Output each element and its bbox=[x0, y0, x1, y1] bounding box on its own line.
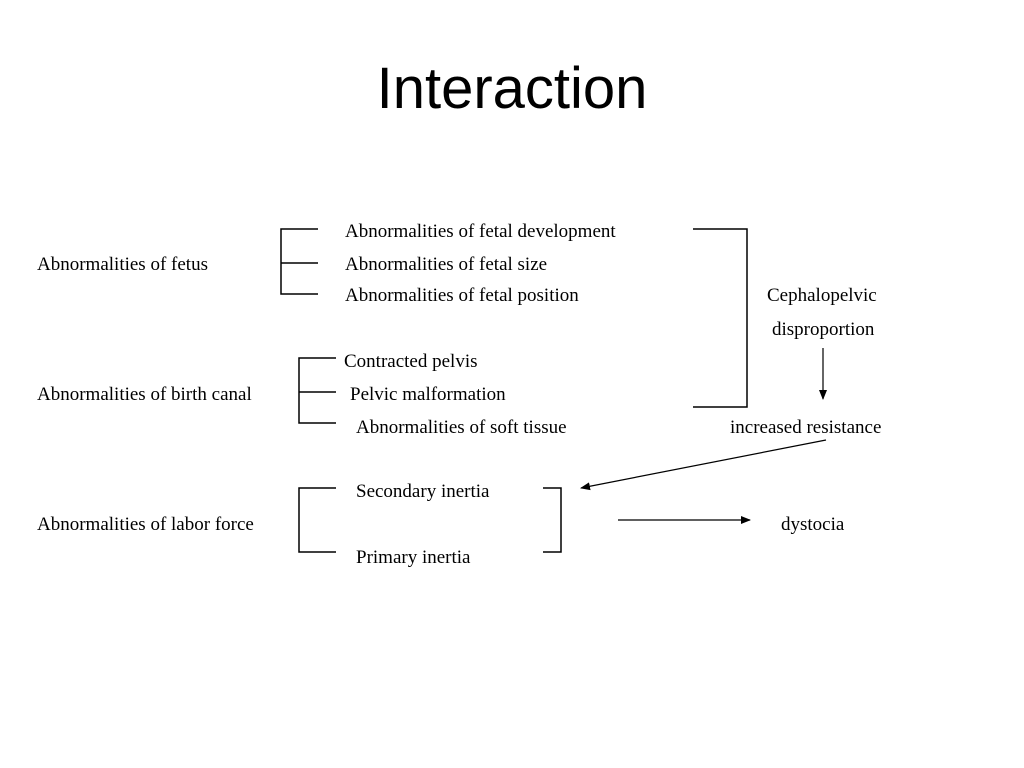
fetus-bracket bbox=[280, 228, 318, 295]
page-title: Interaction bbox=[376, 56, 648, 121]
dystocia-label: dystocia bbox=[781, 514, 845, 535]
birth-canal-label: Abnormalities of birth canal bbox=[37, 384, 252, 405]
fetus-label: Abnormalities of fetus bbox=[37, 254, 208, 275]
inertia-bracket bbox=[543, 487, 562, 553]
birth-canal-bracket bbox=[298, 357, 336, 424]
labor-force-item-primary-inertia: Primary inertia bbox=[356, 547, 471, 568]
fetus-item-size: Abnormalities of fetal size bbox=[345, 254, 548, 275]
cpd-label-line1: Cephalopelvic bbox=[767, 285, 877, 306]
labor-force-item-secondary-inertia: Secondary inertia bbox=[356, 481, 490, 502]
birth-canal-item-contracted-pelvis: Contracted pelvis bbox=[344, 351, 478, 372]
increased-resistance-label: increased resistance bbox=[730, 417, 882, 438]
labor-force-label: Abnormalities of labor force bbox=[37, 514, 254, 535]
cpd-bracket bbox=[693, 228, 748, 408]
cpd-label-line2: disproportion bbox=[772, 319, 875, 340]
fetus-item-position: Abnormalities of fetal position bbox=[345, 285, 579, 306]
birth-canal-item-soft-tissue: Abnormalities of soft tissue bbox=[356, 417, 567, 438]
labor-force-bracket bbox=[298, 487, 336, 553]
birth-canal-item-pelvic-malformation: Pelvic malformation bbox=[350, 384, 506, 405]
fetus-item-development: Abnormalities of fetal development bbox=[345, 221, 616, 242]
arrow-resistance-to-secondary-inertia bbox=[580, 439, 827, 491]
